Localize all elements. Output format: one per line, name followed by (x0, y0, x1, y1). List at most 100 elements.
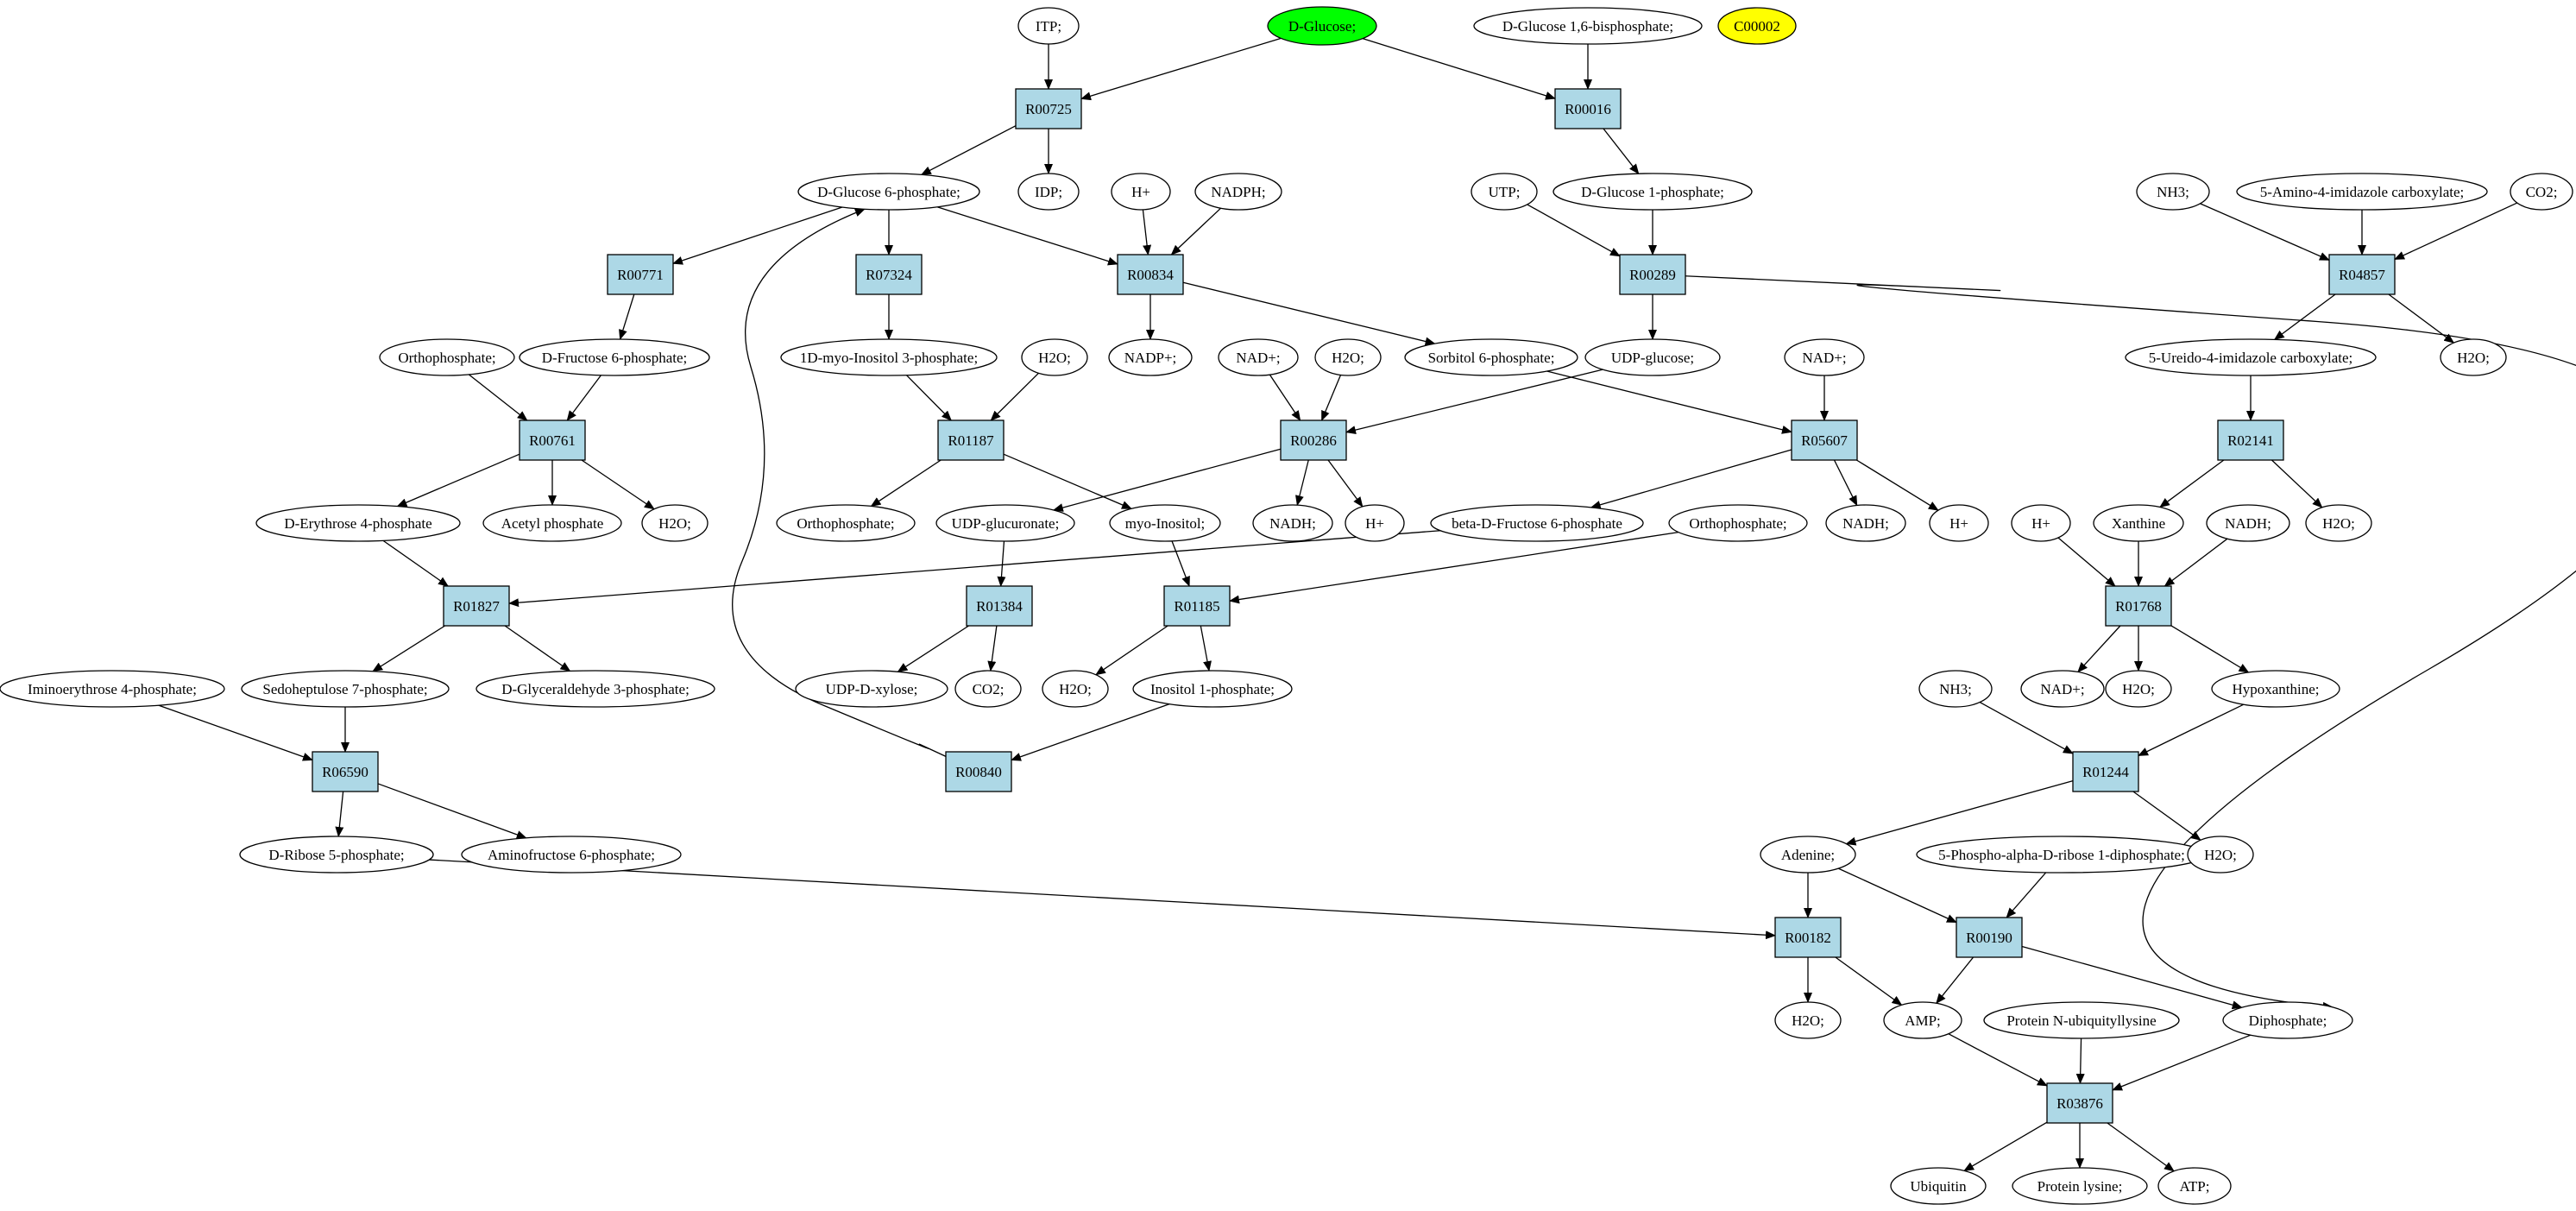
compound-node-udpxyl[interactable]: UDP-D-xylose; (795, 670, 948, 708)
compound-node-ie4p[interactable]: Iminoerythrose 4-phosphate; (0, 670, 225, 708)
compound-node-utp[interactable]: UTP; (1471, 173, 1538, 211)
compound-node-co2a[interactable]: CO2; (2510, 173, 2573, 211)
reaction-node-r02141[interactable]: R02141 (2217, 419, 2284, 461)
reaction-node-r05607[interactable]: R05607 (1791, 419, 1858, 461)
compound-node-h2o2[interactable]: H2O; (1314, 338, 1382, 376)
compound-node-nadplus2[interactable]: NAD+; (1784, 338, 1865, 376)
compound-node-h2o7[interactable]: H2O; (2105, 670, 2172, 708)
reaction-node-r00725[interactable]: R00725 (1015, 88, 1082, 129)
reaction-box (937, 419, 1005, 461)
compound-node-hplus4[interactable]: H+ (2011, 504, 2071, 542)
reaction-node-r03876[interactable]: R03876 (2046, 1082, 2113, 1124)
reaction-node-r01768[interactable]: R01768 (2105, 585, 2172, 627)
compound-node-hplus2[interactable]: H+ (1345, 504, 1405, 542)
node-label: D-Ribose 5-phosphate; (268, 847, 404, 863)
compound-node-xanthine[interactable]: Xanthine (2093, 504, 2184, 542)
compound-node-prpp[interactable]: 5-Phospho-alpha-D-ribose 1-diphosphate; (1916, 836, 2208, 874)
compound-node-uic[interactable]: 5-Ureido-4-imidazole carboxylate; (2125, 338, 2377, 376)
compound-node-nadh1[interactable]: NADH; (1252, 504, 1333, 542)
edge-r01185-to-h2o6 (1095, 625, 1168, 676)
compound-ellipse (241, 670, 450, 708)
compound-node-acetylp[interactable]: Acetyl phosphate (482, 504, 622, 542)
compound-node-de4p[interactable]: D-Erythrose 4-phosphate (255, 504, 461, 542)
compound-node-h2o9[interactable]: H2O; (1774, 1001, 1842, 1039)
compound-node-nh3b[interactable]: NH3; (1918, 670, 1993, 708)
compound-node-hypox[interactable]: Hypoxanthine; (2211, 670, 2340, 708)
compound-node-h2o5[interactable]: H2O; (2305, 504, 2372, 542)
reaction-node-r00190[interactable]: R00190 (1956, 917, 2023, 958)
reaction-node-r04857[interactable]: R04857 (2328, 254, 2396, 295)
reaction-node-r06590[interactable]: R06590 (312, 751, 379, 792)
compound-node-orthop2[interactable]: Orthophosphate; (776, 504, 916, 542)
compound-node-nadh2[interactable]: NADH; (1825, 504, 1906, 542)
compound-node-dr5p[interactable]: D-Ribose 5-phosphate; (239, 836, 434, 874)
compound-node-adenine[interactable]: Adenine; (1760, 836, 1856, 874)
compound-node-af6p[interactable]: Aminofructose 6-phosphate; (461, 836, 682, 874)
compound-node-df6p[interactable]: D-Fructose 6-phosphate; (519, 338, 710, 376)
compound-node-nadplus3[interactable]: NAD+; (2020, 670, 2105, 708)
compound-node-h2o3[interactable]: H2O; (2440, 338, 2507, 376)
compound-ellipse (1883, 1001, 1962, 1039)
compound-node-orthop3[interactable]: Orthophosphate; (1668, 504, 1808, 542)
compound-node-udpg[interactable]: UDP-glucose; (1584, 338, 1721, 376)
reaction-node-r00834[interactable]: R00834 (1117, 254, 1184, 295)
reaction-node-r07324[interactable]: R07324 (855, 254, 923, 295)
compound-node-h2o1[interactable]: H2O; (1021, 338, 1088, 376)
reaction-node-r00840[interactable]: R00840 (945, 751, 1012, 792)
compound-node-co2b[interactable]: CO2; (954, 670, 1022, 708)
compound-node-protlys[interactable]: Protein lysine; (2012, 1167, 2148, 1205)
reaction-node-r00182[interactable]: R00182 (1774, 917, 1842, 958)
compound-node-idp[interactable]: IDP; (1017, 173, 1080, 211)
reaction-node-r00286[interactable]: R00286 (1280, 419, 1347, 461)
compound-node-nadpplus[interactable]: NADP+; (1108, 338, 1193, 376)
compound-node-dg6p[interactable]: D-Glucose 6-phosphate; (797, 173, 980, 211)
compound-node-s6p[interactable]: Sorbitol 6-phosphate; (1404, 338, 1578, 376)
reaction-node-r01384[interactable]: R01384 (966, 585, 1033, 627)
compound-node-i1p[interactable]: Inositol 1-phosphate; (1132, 670, 1293, 708)
compound-node-amp[interactable]: AMP; (1883, 1001, 1962, 1039)
node-label: ATP; (2180, 1178, 2210, 1195)
reaction-node-r01185[interactable]: R01185 (1163, 585, 1231, 627)
compound-node-dg16bp[interactable]: D-Glucose 1,6-bisphosphate; (1473, 7, 1703, 45)
compound-node-dg3p[interactable]: D-Glyceraldehyde 3-phosphate; (476, 670, 715, 708)
compound-node-h2o8[interactable]: H2O; (2187, 836, 2254, 874)
compound-node-itp[interactable]: ITP; (1017, 7, 1080, 45)
compound-node-pnul[interactable]: Protein N-ubiquityllysine (1983, 1001, 2180, 1039)
compound-node-nadplus1[interactable]: NAD+; (1218, 338, 1299, 376)
compound-node-udpgluc[interactable]: UDP-glucuronate; (935, 504, 1075, 542)
compound-node-myoinos[interactable]: myo-Inositol; (1109, 504, 1221, 542)
node-label: 5-Amino-4-imidazole carboxylate; (2260, 184, 2465, 200)
compound-ellipse (1471, 173, 1538, 211)
compound-node-nh3a[interactable]: NH3; (2136, 173, 2210, 211)
node-label: Adenine; (1781, 847, 1835, 863)
compound-node-ubiquitin[interactable]: Ubiquitin (1890, 1167, 1987, 1205)
compound-node-dg1p[interactable]: D-Glucose 1-phosphate; (1553, 173, 1753, 211)
compound-node-diphos[interactable]: Diphosphate; (2222, 1001, 2353, 1039)
reaction-node-r00771[interactable]: R00771 (607, 254, 674, 295)
reaction-node-r00289[interactable]: R00289 (1619, 254, 1686, 295)
compound-node-hplus1[interactable]: H+ (1111, 173, 1171, 211)
reaction-node-r00016[interactable]: R00016 (1554, 88, 1622, 129)
compound-node-s7p[interactable]: Sedoheptulose 7-phosphate; (241, 670, 450, 708)
reaction-node-r01827[interactable]: R01827 (443, 585, 510, 627)
node-label: UTP; (1489, 184, 1521, 200)
reaction-node-r01244[interactable]: R01244 (2072, 751, 2139, 792)
compound-node-h2o4[interactable]: H2O; (641, 504, 709, 542)
compound-ellipse (1267, 6, 1377, 46)
edge-r00834-to-s6p (1182, 281, 1436, 346)
compound-node-mi3p[interactable]: 1D-myo-Inositol 3-phosphate; (780, 338, 998, 376)
compound-node-orthop1[interactable]: Orthophosphate; (379, 338, 515, 376)
reaction-node-r01187[interactable]: R01187 (937, 419, 1005, 461)
edge-dg6p-to-r00834 (936, 206, 1118, 266)
compound-node-nadh3[interactable]: NADH; (2206, 504, 2290, 542)
compound-node-bdf6p[interactable]: beta-D-Fructose 6-phosphate (1430, 504, 1644, 542)
reaction-node-r00761[interactable]: R00761 (519, 419, 586, 461)
compound-node-h2o6[interactable]: H2O; (1042, 670, 1109, 708)
compound-node-dglucose[interactable]: D-Glucose; (1267, 6, 1377, 46)
compound-node-aic[interactable]: 5-Amino-4-imidazole carboxylate; (2236, 173, 2488, 211)
compound-node-c00002[interactable]: C00002 (1717, 7, 1797, 45)
compound-node-atp[interactable]: ATP; (2157, 1167, 2232, 1205)
compound-node-nadph[interactable]: NADPH; (1194, 173, 1282, 211)
compound-node-hplus3[interactable]: H+ (1929, 504, 1989, 542)
compound-ellipse (1890, 1167, 1987, 1205)
